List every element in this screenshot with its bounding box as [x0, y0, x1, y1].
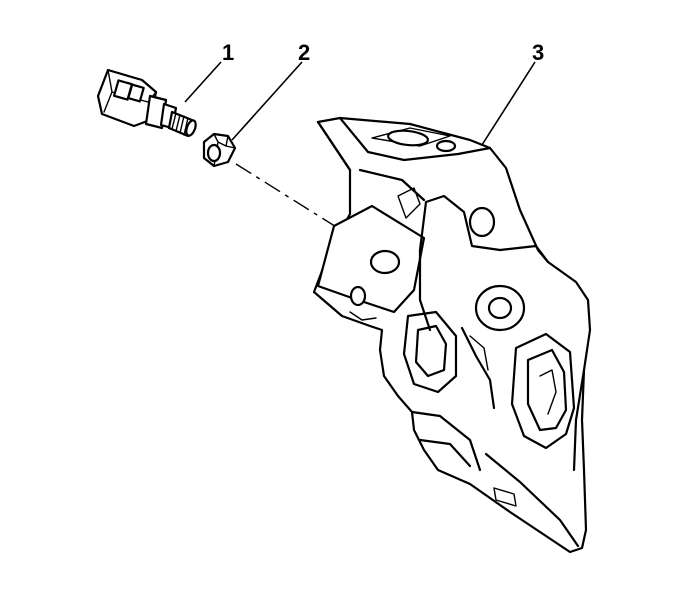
callout-1: 1 — [222, 40, 234, 65]
leader-line-3 — [479, 61, 536, 149]
switch-icon — [96, 68, 197, 138]
mounting-hole — [369, 249, 401, 275]
callout-leaders — [184, 61, 536, 149]
callout-2: 2 — [298, 40, 310, 65]
pedal-bracket-icon — [312, 116, 592, 554]
leader-line-2 — [231, 61, 303, 141]
nut-icon — [202, 132, 237, 168]
callout-3: 3 — [532, 40, 544, 65]
leader-line-1 — [184, 61, 222, 103]
